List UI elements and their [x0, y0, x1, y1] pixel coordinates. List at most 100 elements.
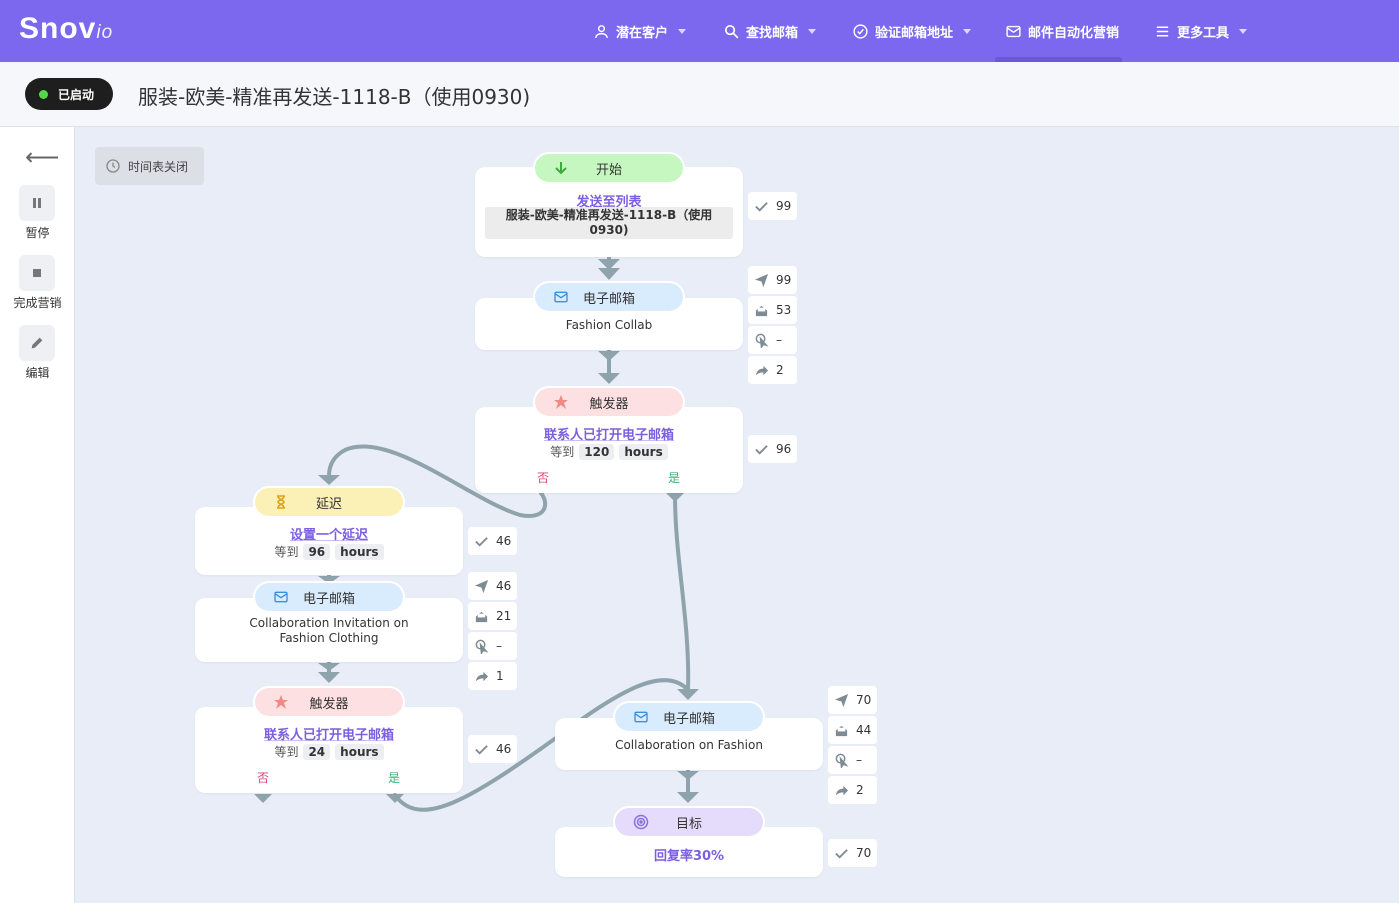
send-icon: [474, 579, 489, 593]
email1-sent-stat: 99: [748, 266, 797, 294]
pause-icon: [33, 198, 41, 208]
mail-icon: [1006, 25, 1021, 37]
pause-label: 暂停: [25, 226, 50, 240]
campaign-header: 已启动 服装-欧美-精准再发送-1118-B（使用0930): [0, 62, 1399, 127]
email1-clicked-stat: –: [748, 326, 797, 354]
email2-opened-stat: 21: [468, 602, 517, 630]
trigger-title[interactable]: 联系人已打开电子邮箱: [263, 728, 394, 743]
finish-campaign-label: 完成营销: [13, 296, 62, 310]
mail-icon: [553, 289, 569, 305]
pointer-click-icon: [475, 639, 489, 654]
mail-icon: [633, 709, 649, 725]
branch-yes-label: 是: [668, 471, 681, 485]
status-dot-icon: [39, 89, 48, 99]
reply-arrow-icon: [835, 785, 849, 795]
email3-replied-stat: 2: [828, 776, 877, 804]
pencil-icon: [31, 337, 43, 349]
campaign-title: 服装-欧美-精准再发送-1118-B（使用0930): [138, 85, 531, 109]
nav-email-drip-campaigns[interactable]: 邮件自动化营销: [1005, 0, 1119, 62]
open-envelope-icon: [835, 725, 848, 736]
email2-sent-stat: 46: [468, 572, 517, 600]
pause-button[interactable]: [19, 185, 55, 221]
start-tag: 开始: [535, 154, 683, 182]
stop-icon: [33, 269, 41, 277]
start-delivered-stat: 99: [748, 192, 797, 220]
reply-arrow-icon: [475, 671, 489, 681]
trigger1-stat: 96: [748, 435, 797, 463]
check-icon: [755, 444, 768, 455]
email-subject: Collaboration Invitation on Fashion Clot…: [249, 616, 409, 645]
goal-title: 回复率30%: [653, 849, 725, 864]
branch-yes-label: 是: [388, 771, 401, 785]
trigger-tag: 触发器: [255, 688, 403, 716]
trigger-tag: 触发器: [535, 388, 683, 416]
nav-prospects[interactable]: 潜在客户: [593, 0, 687, 62]
back-arrow-icon[interactable]: ⟵: [25, 143, 60, 171]
pointer-click-icon: [835, 753, 849, 768]
email-tag: 电子邮箱: [255, 583, 403, 611]
arrow-down-icon: [553, 160, 569, 176]
nav-active-indicator: [995, 57, 1122, 62]
edit-button[interactable]: [19, 325, 55, 361]
nav-more-tools[interactable]: 更多工具: [1154, 0, 1248, 62]
campaign-sidebar: ⟵ 暂停 完成营销 编辑: [0, 127, 75, 903]
email3-clicked-stat: –: [828, 746, 877, 774]
email1-opened-stat: 53: [748, 296, 797, 324]
trigger-title[interactable]: 联系人已打开电子邮箱: [543, 428, 674, 443]
trigger-node-opened-email-2[interactable]: 联系人已打开电子邮箱 等到 24 hours 否 是: [195, 707, 463, 793]
trigger2-stat: 46: [468, 735, 517, 763]
start-node[interactable]: 发送至列表 服装-欧美-精准再发送-1118-B（使用0930): [475, 167, 743, 257]
menu-icon: [1156, 25, 1169, 37]
chevron-down-icon: [1239, 28, 1248, 34]
mail-icon: [273, 589, 289, 605]
delay-wait: 等到 96 hours: [195, 543, 463, 560]
delay-node[interactable]: 设置一个延迟 等到 96 hours: [195, 507, 463, 575]
goal-tag: 目标: [615, 808, 763, 836]
email-subject: Collaboration on Fashion: [615, 738, 763, 752]
delay-tag: 延迟: [255, 488, 403, 516]
trigger-star-icon: [553, 394, 569, 410]
email-subject: Fashion Collab: [565, 318, 653, 332]
trigger-star-icon: [273, 694, 289, 710]
send-icon: [754, 273, 769, 287]
check-icon: [475, 536, 488, 547]
chevron-down-icon: [808, 28, 817, 34]
trigger-wait: 等到 120 hours: [475, 443, 743, 460]
top-navigation-bar: Snovio 潜在客户 查找邮箱 验证邮箱地址 邮件自动化营销 更多工具: [0, 0, 1399, 62]
pointer-click-icon: [755, 333, 769, 348]
campaign-status-badge: 已启动: [25, 78, 113, 110]
chevron-down-icon: [963, 28, 972, 34]
reply-arrow-icon: [755, 365, 769, 375]
check-icon: [835, 848, 848, 859]
email3-sent-stat: 70: [828, 686, 877, 714]
clock-icon: [106, 159, 120, 173]
finish-campaign-button[interactable]: [19, 255, 55, 291]
email-tag: 电子邮箱: [615, 703, 763, 731]
target-icon: [633, 814, 649, 830]
open-envelope-icon: [755, 305, 768, 316]
email-tag: 电子邮箱: [535, 283, 683, 311]
branch-no-label: 否: [257, 771, 270, 785]
open-envelope-icon: [475, 611, 488, 622]
edit-label: 编辑: [25, 366, 50, 380]
goal-stat: 70: [828, 839, 877, 867]
branch-no-label: 否: [537, 471, 550, 485]
nav-email-finder[interactable]: 查找邮箱: [723, 0, 817, 62]
schedule-toggle[interactable]: 时间表关闭: [95, 147, 204, 185]
delay-stat: 46: [468, 527, 517, 555]
check-icon: [475, 744, 488, 755]
trigger-node-opened-email[interactable]: 联系人已打开电子邮箱 等到 120 hours 否 是: [475, 407, 743, 493]
trigger-wait: 等到 24 hours: [195, 743, 463, 760]
send-to-list-title[interactable]: 发送至列表: [576, 195, 642, 210]
email1-replied-stat: 2: [748, 356, 797, 384]
nav-email-verifier[interactable]: 验证邮箱地址: [852, 0, 972, 62]
hourglass-icon: [273, 494, 289, 510]
snovio-logo[interactable]: Snovio: [19, 12, 114, 45]
check-icon: [755, 201, 768, 212]
email3-opened-stat: 44: [828, 716, 877, 744]
delay-title[interactable]: 设置一个延迟: [289, 528, 368, 543]
user-icon: [595, 24, 608, 38]
check-circle-icon: [853, 23, 868, 39]
chevron-down-icon: [678, 28, 687, 34]
list-name: 服装-欧美-精准再发送-1118-B（使用0930): [485, 207, 733, 239]
